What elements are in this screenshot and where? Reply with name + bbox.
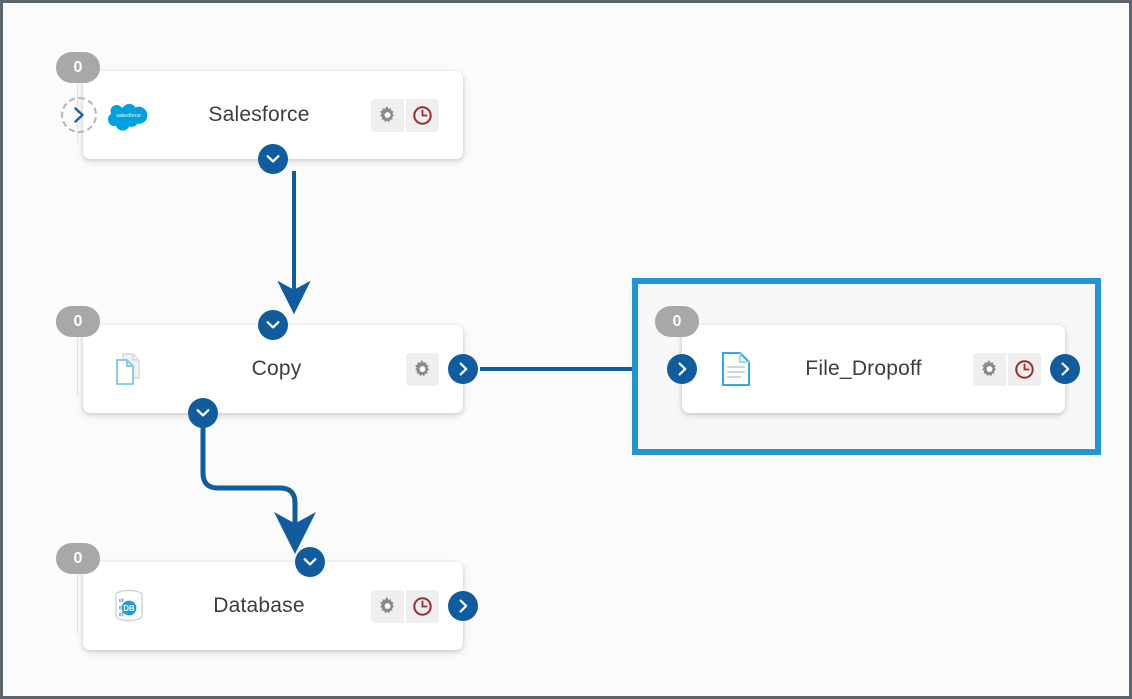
settings-gear-icon[interactable] [371, 98, 404, 132]
node-title: Copy [251, 357, 302, 380]
schedule-clock-icon[interactable] [1008, 352, 1041, 386]
wire-copy-to-database [200, 426, 316, 555]
input-port-left[interactable] [667, 354, 697, 384]
node-actions [371, 589, 439, 623]
node-salesforce[interactable]: 0 salesforce Salesforce [56, 52, 463, 174]
copy-documents-icon [101, 350, 157, 388]
node-copy[interactable]: 0 Copy [56, 306, 478, 428]
badge-stem [77, 335, 78, 397]
output-port-bottom[interactable] [258, 144, 288, 174]
database-db-icon: DB [101, 586, 157, 626]
node-title: Database [213, 594, 305, 617]
input-port-top[interactable] [295, 547, 325, 577]
node-actions [371, 98, 439, 132]
input-port-dashed[interactable] [61, 97, 97, 133]
input-port-top[interactable] [258, 310, 288, 340]
settings-gear-icon[interactable] [371, 589, 404, 623]
node-count-badge: 0 [56, 52, 100, 83]
settings-gear-icon[interactable] [973, 352, 1006, 386]
salesforce-cloud-icon: salesforce [101, 100, 157, 131]
node-title: Salesforce [208, 103, 310, 126]
node-title: File_Dropoff [805, 357, 922, 380]
svg-text:DB: DB [123, 604, 135, 613]
output-port-right[interactable] [448, 354, 478, 384]
output-port-right[interactable] [1050, 354, 1080, 384]
output-port-right[interactable] [448, 591, 478, 621]
settings-gear-icon[interactable] [406, 352, 439, 386]
schedule-clock-icon[interactable] [406, 589, 439, 623]
output-port-bottom[interactable] [188, 398, 218, 428]
node-actions [406, 352, 439, 386]
node-count-badge: 0 [56, 543, 100, 574]
node-actions [973, 352, 1041, 386]
svg-text:salesforce: salesforce [116, 113, 141, 119]
node-count-badge: 0 [655, 306, 699, 337]
node-file-dropoff[interactable]: 0 File_Dropoff [655, 306, 1080, 413]
schedule-clock-icon[interactable] [406, 98, 439, 132]
badge-stem [77, 572, 78, 634]
file-document-icon [708, 350, 764, 388]
node-count-badge: 0 [56, 306, 100, 337]
node-database[interactable]: 0 [56, 543, 478, 650]
